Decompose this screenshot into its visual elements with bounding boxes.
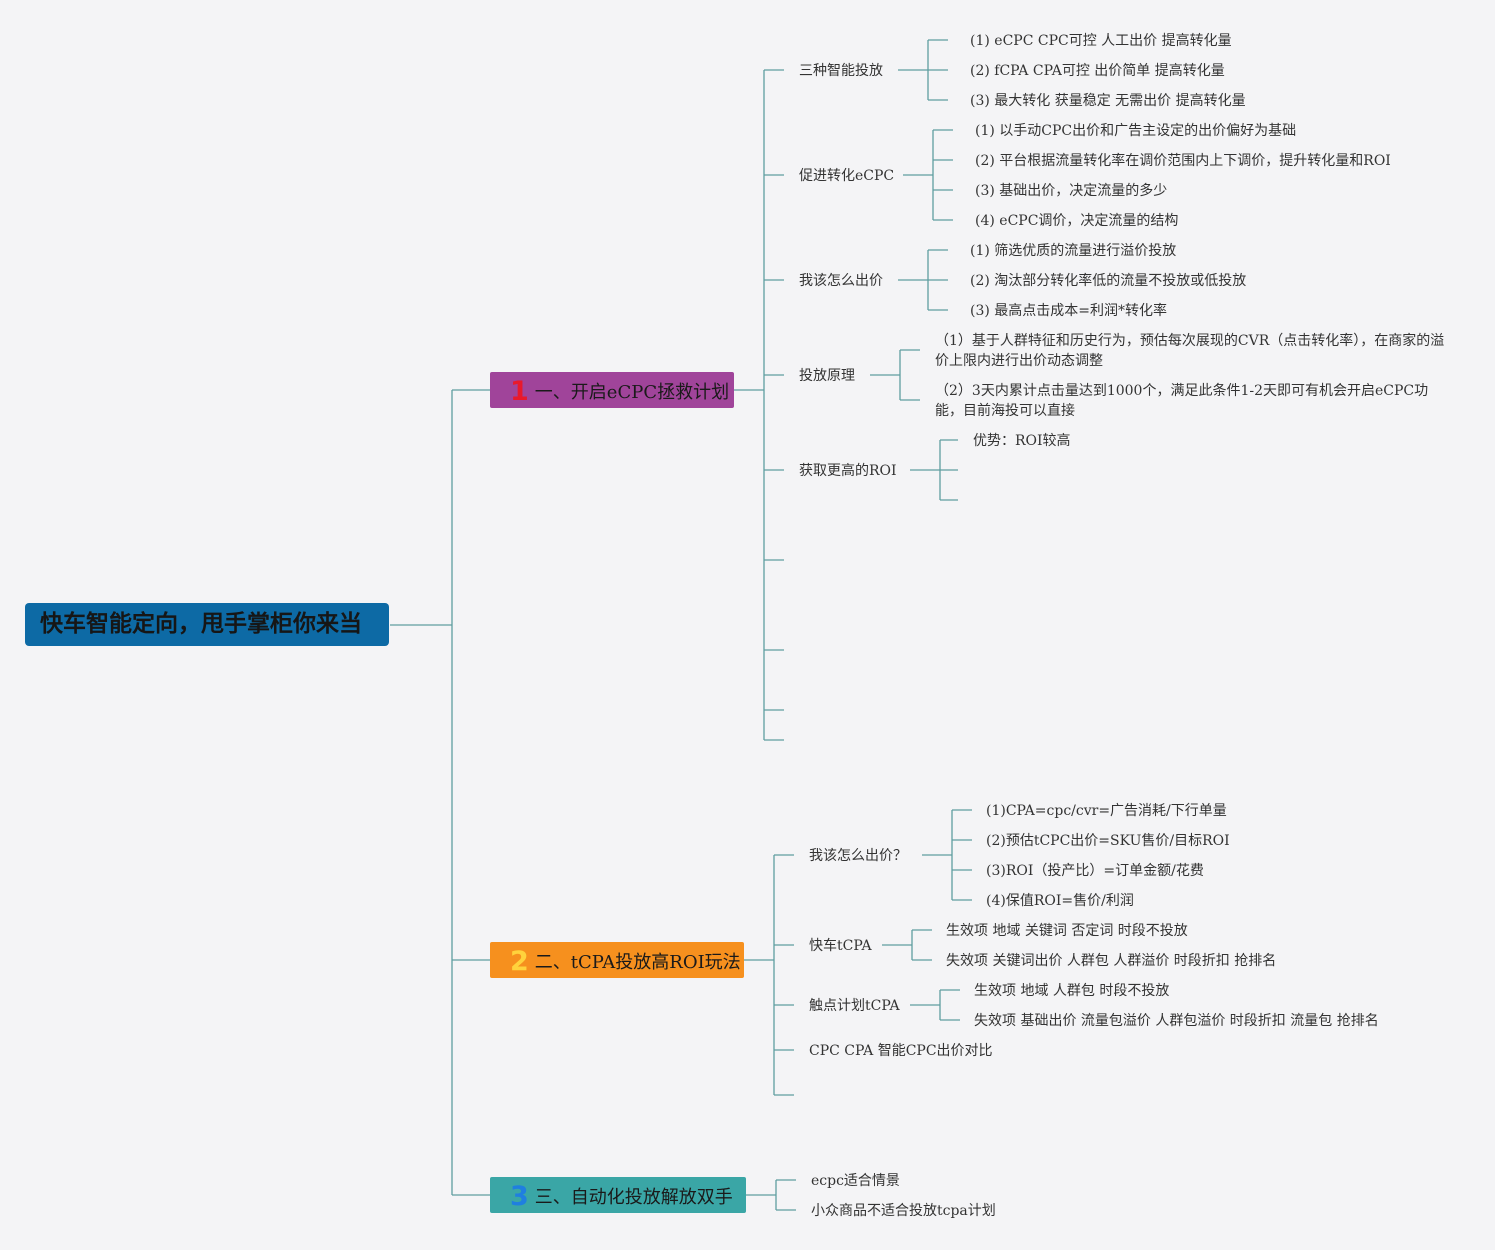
leaf-t1-s3-2[interactable]: (2) 淘汰部分转化率低的流量不投放或低投放 <box>970 273 1247 289</box>
subtopic-touchpoint-tcpa[interactable]: 触点计划tCPA <box>809 998 900 1014</box>
subtopic-how-to-bid[interactable]: 我该怎么出价 <box>799 273 883 289</box>
leaf-t1-s1-1[interactable]: (1) eCPC CPC可控 人工出价 提高转化量 <box>970 33 1232 49</box>
subtopic-bid-comparison[interactable]: CPC CPA 智能CPC出价对比 <box>809 1043 993 1059</box>
leaf-t1-s4-1[interactable]: （1）基于人群特征和历史行为，预估每次展现的CVR（点击转化率），在商家的溢价上… <box>935 333 1445 369</box>
topic-2-label: 二、tCPA投放高ROI玩法 <box>534 952 741 973</box>
leaf-t2-s2-1[interactable]: 生效项 地域 关键词 否定词 时段不投放 <box>946 923 1188 939</box>
topic-3-label: 三、自动化投放解放双手 <box>534 1187 733 1208</box>
subtopic-niche-goods[interactable]: 小众商品不适合投放tcpa计划 <box>811 1203 996 1219</box>
subtopic-ecpc-scenarios[interactable]: ecpc适合情景 <box>811 1173 900 1189</box>
leaf-t2-s1-3[interactable]: (3)ROI（投产比）=订单金额/花费 <box>986 863 1204 879</box>
leaf-t2-s1-4[interactable]: (4)保值ROI=售价/利润 <box>986 893 1134 909</box>
subtopic-smart-delivery[interactable]: 三种智能投放 <box>799 63 883 79</box>
central-topic[interactable]: 快车智能定向，甩手掌柜你来当 <box>25 603 389 646</box>
leaf-t1-s3-3[interactable]: (3) 最高点击成本=利润*转化率 <box>970 303 1168 319</box>
leaf-t2-s3-2[interactable]: 失效项 基础出价 流量包溢价 人群包溢价 时段折扣 流量包 抢排名 <box>974 1013 1379 1029</box>
leaf-t2-s1-2[interactable]: (2)预估tCPC出价=SKU售价/目标ROI <box>986 833 1230 849</box>
leaf-t1-s2-4[interactable]: (4) eCPC调价，决定流量的结构 <box>975 213 1179 229</box>
leaf-t1-s1-3[interactable]: (3) 最大转化 获量稳定 无需出价 提高转化量 <box>970 93 1246 109</box>
leaf-t2-s2-2[interactable]: 失效项 关键词出价 人群包 人群溢价 时段折扣 抢排名 <box>946 953 1277 969</box>
leaf-t1-s4-2[interactable]: （2）3天内累计点击量达到1000个，满足此条件1-2天即可有机会开启eCPC功… <box>935 383 1429 419</box>
leaf-t1-s3-1[interactable]: (1) 筛选优质的流量进行溢价投放 <box>970 243 1177 259</box>
subtopic-how-to-bid-2[interactable]: 我该怎么出价？ <box>809 848 907 864</box>
subtopic-promote-ecpc[interactable]: 促进转化eCPC <box>799 168 895 184</box>
topic-3-number: 3 <box>510 1181 529 1212</box>
leaf-t1-s1-2[interactable]: (2) fCPA CPA可控 出价简单 提高转化量 <box>970 63 1225 79</box>
topic-1-label: 一、开启eCPC拯救计划 <box>534 382 730 403</box>
subtopic-higher-roi[interactable]: 获取更高的ROI <box>799 463 897 479</box>
topic-2-number: 2 <box>510 946 529 977</box>
subtopic-delivery-principle[interactable]: 投放原理 <box>799 368 855 384</box>
topic-1-number: 1 <box>510 376 529 407</box>
leaf-t1-s5-1[interactable]: 优势：ROI较高 <box>973 433 1071 449</box>
leaf-t2-s3-1[interactable]: 生效项 地域 人群包 时段不投放 <box>974 983 1170 999</box>
leaf-t1-s2-3[interactable]: (3) 基础出价，决定流量的多少 <box>975 183 1168 199</box>
subtopic-kuaiche-tcpa[interactable]: 快车tCPA <box>809 938 872 954</box>
leaf-t1-s2-2[interactable]: (2) 平台根据流量转化率在调价范围内上下调价，提升转化量和ROI <box>975 153 1391 169</box>
leaf-t1-s2-1[interactable]: (1) 以手动CPC出价和广告主设定的出价偏好为基础 <box>975 123 1297 139</box>
leaf-t2-s1-1[interactable]: (1)CPA=cpc/cvr=广告消耗/下行单量 <box>986 803 1227 819</box>
